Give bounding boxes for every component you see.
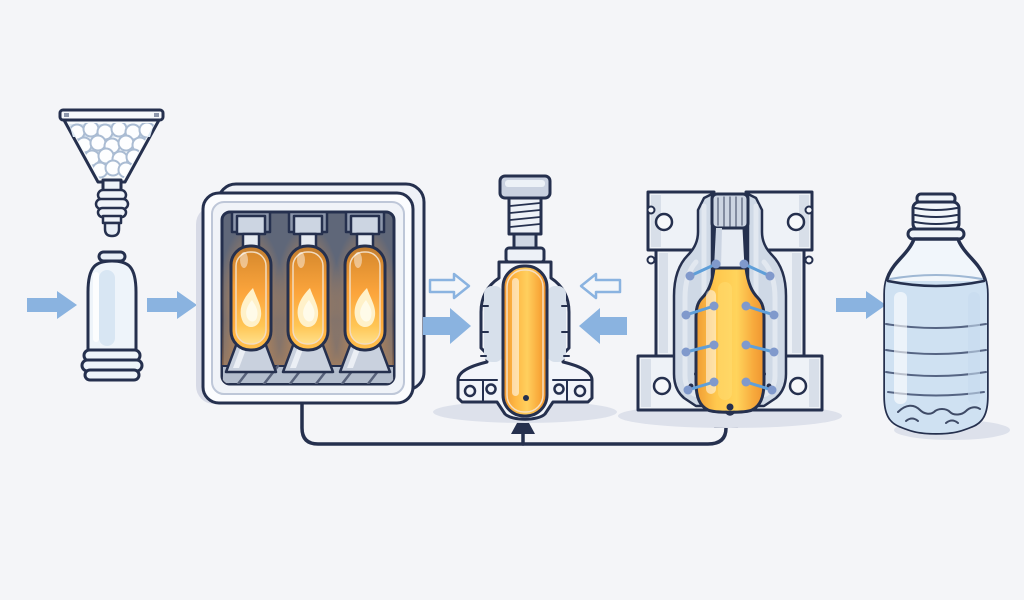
preform-tint xyxy=(99,270,115,346)
open-blow-mold xyxy=(618,192,842,428)
pet-preform xyxy=(80,250,144,382)
cooling-pin-dots xyxy=(681,259,779,395)
vessel-wall-shade-left xyxy=(484,286,503,362)
cooling-pins xyxy=(684,262,776,392)
heated-preform-3 xyxy=(343,212,387,352)
flow-arrow-preform-to-oven xyxy=(147,291,197,319)
pellet-hopper xyxy=(58,108,165,238)
stretched-hot-parison xyxy=(501,264,549,418)
flow-arrow-into-preform xyxy=(27,291,77,319)
water-surface-front xyxy=(886,279,986,288)
rim-tab-left xyxy=(64,113,69,117)
flow-arrow-mold-to-bottle xyxy=(836,291,886,319)
flange-bolt-holes xyxy=(463,383,587,398)
rim-tab-right xyxy=(154,113,159,117)
bottle-shade xyxy=(968,292,980,404)
vessel-wall-shade-right xyxy=(547,286,566,362)
heated-preform-2 xyxy=(286,212,330,352)
compression-arrows xyxy=(423,272,627,344)
compression-arrow-outline-left xyxy=(428,272,471,300)
petaloid-base-lines xyxy=(897,404,981,424)
finished-water-bottle xyxy=(883,192,1010,440)
blown-bottle xyxy=(694,266,766,416)
heated-preform-1 xyxy=(229,212,273,352)
compression-arrow-filled-right xyxy=(579,308,627,344)
compression-arrow-outline-right xyxy=(579,272,622,300)
stretch-rod-piston xyxy=(498,174,552,264)
bottle-neck-clamp xyxy=(710,192,750,270)
bottle-highlight xyxy=(894,292,907,404)
heating-oven xyxy=(196,182,426,405)
preform-neck-rings xyxy=(80,348,144,382)
flange-details xyxy=(457,379,593,403)
preform-highlight xyxy=(93,272,99,342)
hopper-threaded-outlet xyxy=(94,188,130,238)
stretch-blow-station xyxy=(423,174,627,423)
cable-arrow-up-blow-station xyxy=(511,412,535,434)
water-surface-back xyxy=(889,274,983,280)
compression-arrow-filled-left xyxy=(423,308,471,344)
vessel-tick-marks xyxy=(480,305,570,357)
